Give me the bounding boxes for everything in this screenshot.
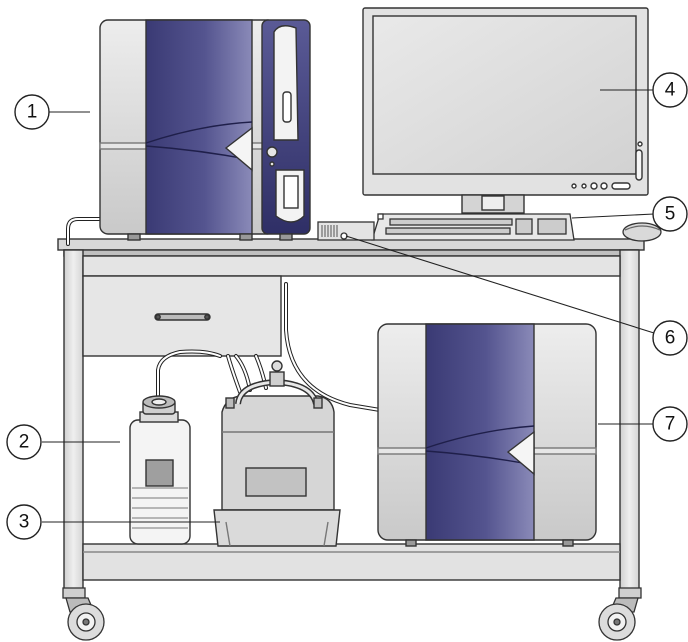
callout-1-label: 1	[27, 102, 38, 123]
container-3	[214, 361, 340, 546]
pc-tower	[262, 20, 310, 240]
drawer-handle	[155, 314, 210, 320]
callout-5: 5	[653, 197, 687, 231]
callout-2-label: 2	[19, 432, 30, 453]
callout-6-label: 6	[665, 328, 676, 349]
callout-5-label: 5	[665, 204, 676, 225]
callout-4-label: 4	[665, 80, 676, 101]
cart-bottom-shelf	[83, 544, 620, 580]
caster-left	[63, 588, 104, 640]
callout-7: 7	[653, 407, 687, 441]
callout-6: 6	[653, 321, 687, 355]
monitor-screen	[373, 16, 636, 174]
callout-1: 1	[15, 95, 49, 129]
callout-7-label: 7	[665, 414, 676, 435]
monitor	[363, 8, 648, 213]
cart-leg-left	[64, 250, 83, 590]
callout-4: 4	[653, 73, 687, 107]
instrument-7	[378, 324, 596, 546]
small-device	[318, 222, 374, 240]
callout-3-label: 3	[19, 512, 30, 533]
caster-right	[599, 588, 641, 640]
callout-2: 2	[7, 425, 41, 459]
mouse	[623, 223, 661, 241]
instrument-7-front-panel	[426, 324, 534, 540]
keyboard	[372, 214, 574, 240]
leader-5	[572, 214, 654, 218]
instrument-1-front-panel	[146, 20, 252, 234]
callout-3: 3	[7, 505, 41, 539]
instrument-1	[100, 20, 275, 240]
cart-leg-right	[620, 250, 639, 590]
